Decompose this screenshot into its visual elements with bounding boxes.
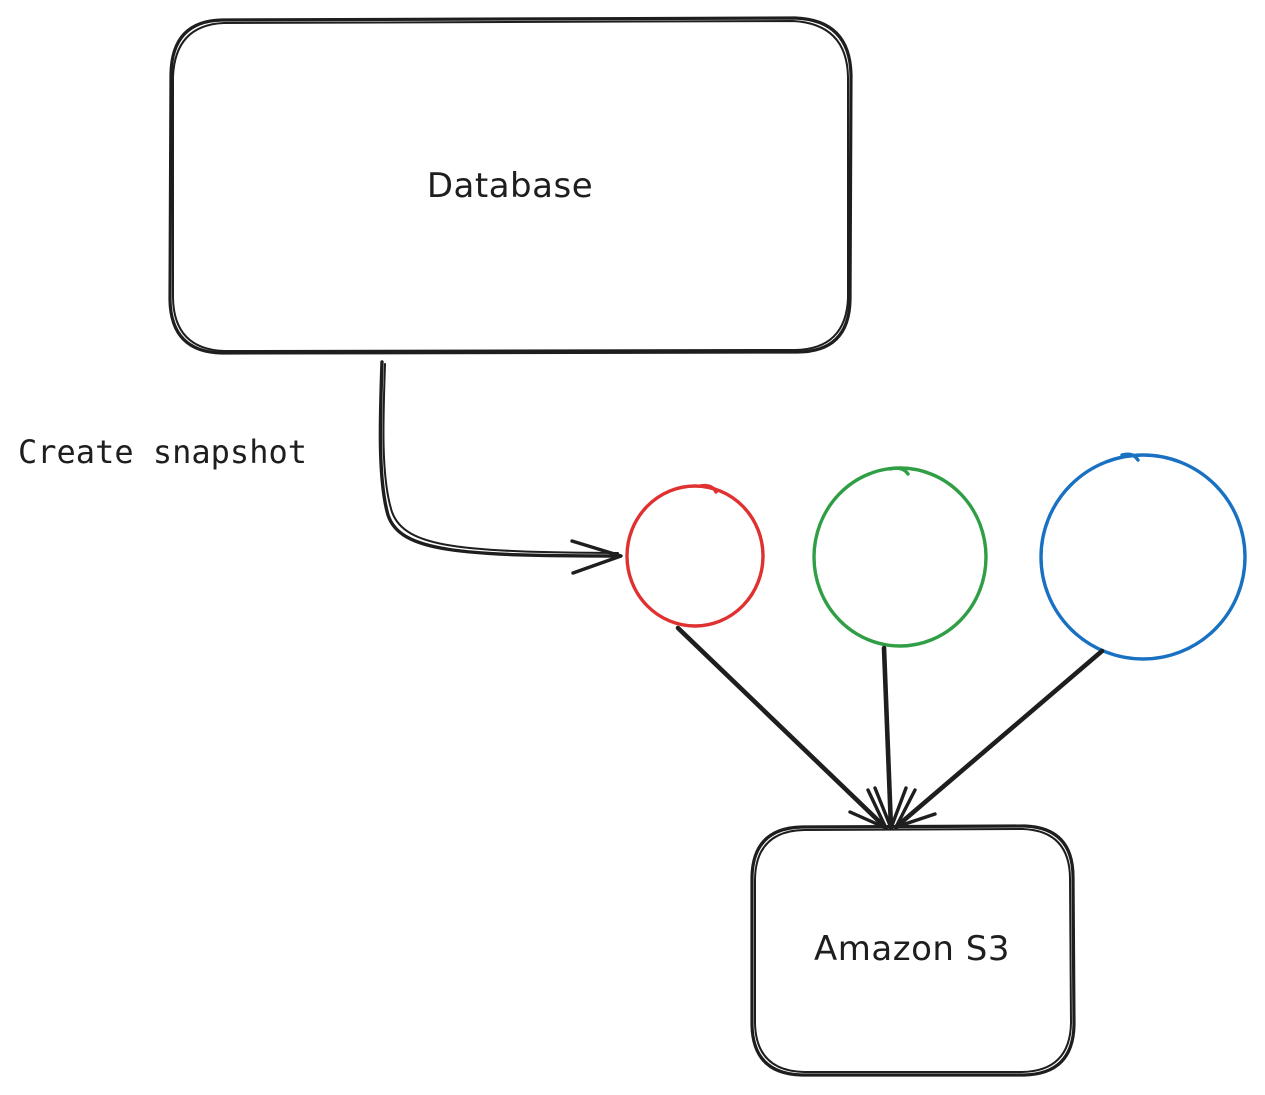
amazon-s3-box-outline [750,824,1076,1077]
snapshot-red-to-s3-line [675,625,889,831]
amazon-s3-label: Amazon S3 [814,929,1010,969]
snapshot-red-to-s3-edge [675,625,889,831]
database-box-outline-echo [172,20,849,352]
snapshot-blue-circle [1039,453,1247,661]
create-snapshot-arrowhead [570,539,623,575]
database-label: Database [427,166,593,206]
amazon-s3-box-outline-echo [754,828,1072,1073]
snapshot-green[interactable] [812,466,988,648]
create-snapshot-edge[interactable]: Create snapshot [18,360,623,575]
create-snapshot-label: Create snapshot [18,433,307,471]
database-node[interactable]: Database [168,16,853,355]
create-snapshot-arrow-line [378,360,622,558]
snapshot-green-circle-echo [888,466,910,476]
snapshot-green-to-s3-edge [873,645,908,831]
snapshot-red[interactable] [625,483,765,628]
snapshot-green-circle [812,466,988,648]
snapshot-blue-to-s3-line [893,648,1105,830]
amazon-s3-node[interactable]: Amazon S3 [750,824,1076,1077]
snapshot-blue[interactable] [1039,452,1247,661]
create-snapshot-arrow-line-echo [382,363,619,554]
snapshot-blue-to-s3-edge [893,648,1105,830]
database-box-outline [168,16,853,355]
snapshot-blue-circle-echo [1120,452,1140,462]
snapshot-red-circle [625,484,765,628]
snapshot-green-to-s3-line [881,645,894,831]
snapshot-red-circle-echo [698,483,718,494]
